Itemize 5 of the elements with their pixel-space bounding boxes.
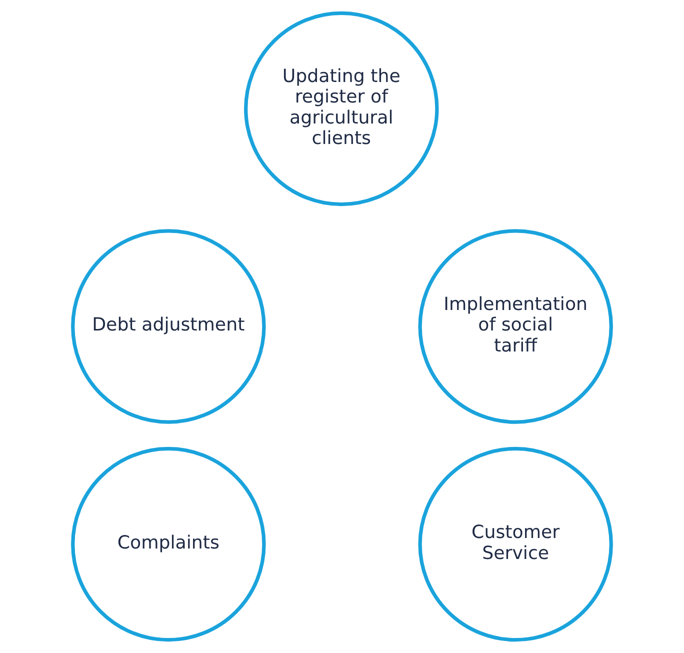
node-circle: Updating the register of agricultural clients <box>244 11 439 206</box>
node-circle: Complaints <box>71 446 266 642</box>
node-circle: Implementation of social tariff <box>418 229 613 424</box>
node-circle: Debt adjustment <box>71 229 266 424</box>
node-circle: Customer Service <box>418 446 613 642</box>
